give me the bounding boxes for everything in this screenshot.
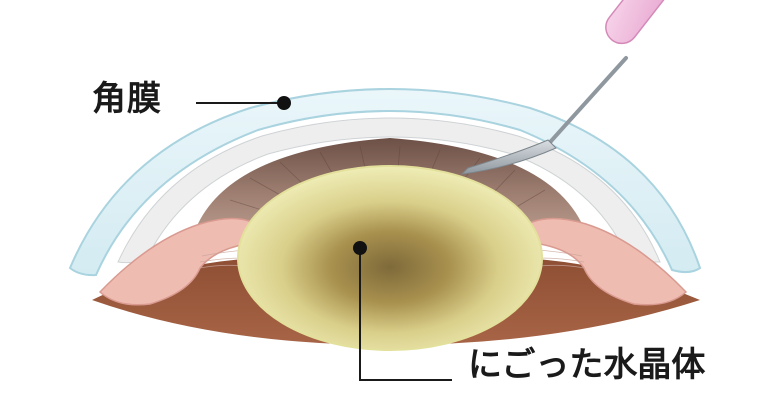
cloudy-lens	[237, 165, 543, 351]
cornea-marker	[277, 96, 291, 110]
cloudy-lens-label: にごった水晶体	[468, 345, 706, 385]
lens-leader-line	[359, 248, 452, 381]
instrument-handle	[605, 0, 686, 45]
instrument-blade	[460, 139, 557, 175]
cornea-label: 角膜	[92, 79, 162, 119]
surgical-instrument	[460, 0, 686, 175]
lens-marker	[353, 241, 367, 255]
